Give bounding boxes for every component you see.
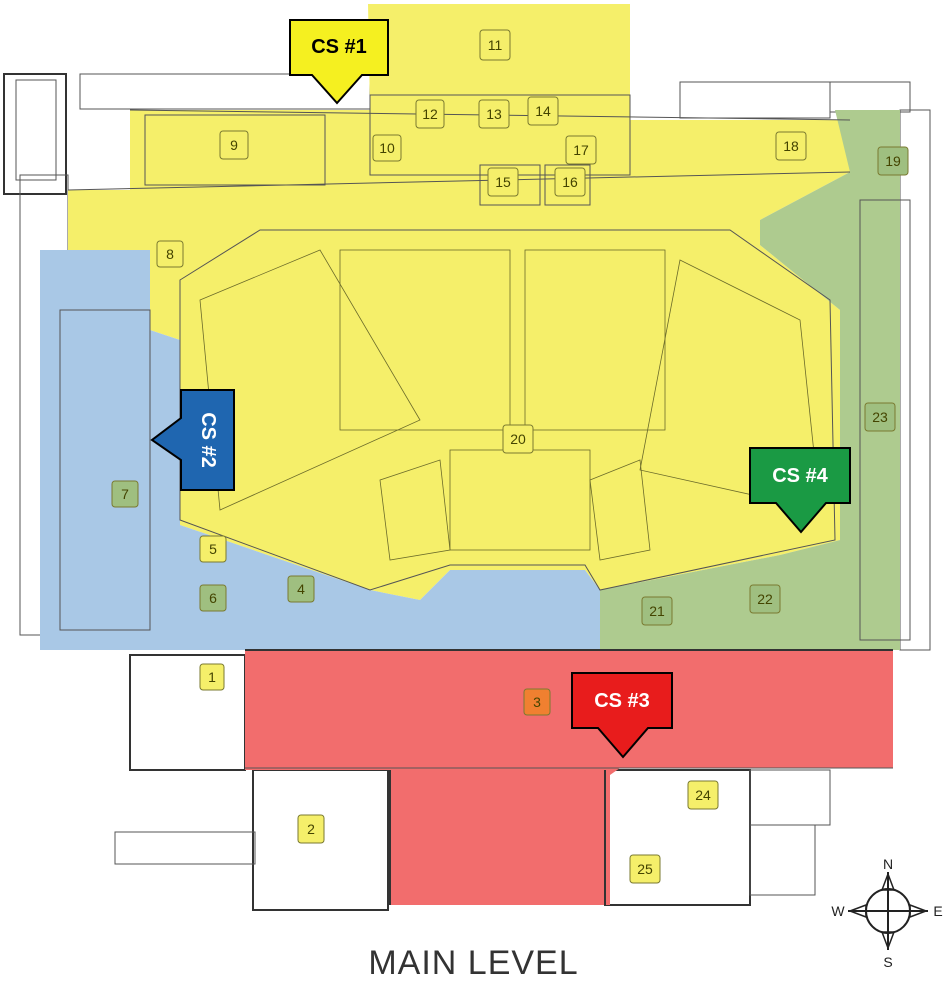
svg-text:15: 15: [495, 174, 511, 190]
svg-text:14: 14: [535, 103, 551, 119]
room-6: 6: [199, 584, 227, 612]
room-11: 11: [479, 29, 511, 61]
room-15: 15: [487, 167, 519, 197]
room-10: 10: [372, 134, 402, 162]
zone-yellow: [68, 4, 850, 600]
svg-text:1: 1: [208, 669, 216, 685]
interior-walls: [59, 94, 911, 905]
room-13: 13: [478, 99, 510, 129]
cs1-label: CS #1: [311, 36, 367, 58]
zone-blue-area: [40, 250, 610, 650]
cs3-label: CS #3: [594, 690, 650, 712]
svg-text:17: 17: [573, 142, 589, 158]
svg-text:12: 12: [422, 106, 438, 122]
svg-text:21: 21: [649, 603, 665, 619]
room-17: 17: [565, 135, 597, 165]
svg-text:6: 6: [209, 590, 217, 606]
room-24: 24: [687, 780, 719, 810]
svg-text:9: 9: [230, 137, 238, 153]
zone-red: [245, 650, 893, 905]
room-badges: 1 2 3 4 5 6 7 8 9 10 11 12 13 14 15 16 1…: [111, 29, 909, 884]
svg-text:22: 22: [757, 591, 773, 607]
svg-text:2: 2: [307, 821, 315, 837]
svg-text:10: 10: [379, 140, 395, 156]
compass-rose-icon: N S W E: [831, 856, 942, 970]
zone-red-area: [245, 650, 893, 905]
room-4: 4: [287, 575, 315, 603]
room-2: 2: [297, 814, 325, 844]
room-3: 3: [523, 688, 551, 716]
cs2-label: CS #2: [197, 412, 219, 468]
svg-text:20: 20: [510, 431, 526, 447]
cs3-arrow-box: [571, 672, 673, 759]
callout-cs1[interactable]: CS #1: [289, 19, 389, 105]
compass-s: S: [883, 954, 892, 970]
compass-e: E: [933, 903, 942, 919]
room-23: 23: [864, 402, 896, 432]
svg-text:5: 5: [209, 541, 217, 557]
svg-text:18: 18: [783, 138, 799, 154]
zone-yellow-area: [68, 4, 850, 600]
compass-n: N: [883, 856, 893, 872]
svg-text:4: 4: [297, 581, 305, 597]
compass-w: W: [831, 903, 845, 919]
room-18: 18: [775, 131, 807, 161]
cs2-arrow-box: [150, 389, 235, 491]
svg-text:16: 16: [562, 174, 578, 190]
zone-green-area: [600, 110, 900, 650]
cs4-arrow-box: [749, 447, 851, 534]
svg-text:23: 23: [872, 409, 888, 425]
room-20: 20: [502, 424, 534, 454]
map-title: MAIN LEVEL: [368, 944, 579, 982]
room-9: 9: [219, 130, 249, 160]
svg-text:25: 25: [637, 861, 653, 877]
room-19: 19: [877, 146, 909, 176]
callout-cs2[interactable]: CS #2: [150, 389, 235, 491]
svg-text:11: 11: [488, 37, 503, 53]
room-21: 21: [641, 596, 673, 626]
svg-text:19: 19: [885, 153, 901, 169]
zone-green: [600, 110, 900, 650]
room-16: 16: [554, 167, 586, 197]
room-22: 22: [749, 584, 781, 614]
svg-text:7: 7: [121, 486, 129, 502]
callout-cs3[interactable]: CS #3: [571, 672, 673, 759]
callout-cs4[interactable]: CS #4: [749, 447, 851, 534]
room-25: 25: [629, 854, 661, 884]
room-5: 5: [199, 535, 227, 563]
svg-text:13: 13: [486, 106, 502, 122]
zone-blue: [40, 250, 610, 650]
room-12: 12: [415, 99, 445, 129]
room-7: 7: [111, 480, 139, 508]
room-8: 8: [156, 240, 184, 268]
svg-text:8: 8: [166, 246, 174, 262]
cs1-arrow-box: [289, 19, 389, 105]
svg-text:3: 3: [533, 694, 541, 710]
cs4-label: CS #4: [772, 465, 828, 487]
room-1: 1: [199, 663, 225, 691]
room-14: 14: [527, 96, 559, 126]
svg-text:24: 24: [695, 787, 711, 803]
